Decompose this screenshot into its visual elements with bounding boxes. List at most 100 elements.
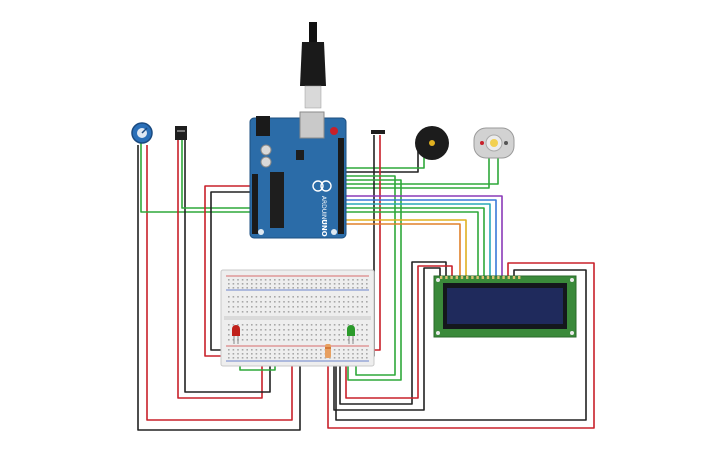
breadboard-hole — [324, 329, 327, 331]
breadboard-hole — [260, 301, 262, 303]
breadboard-hole — [356, 301, 359, 303]
potentiometer[interactable] — [131, 122, 153, 144]
breadboard-hole — [320, 296, 322, 298]
wire-sensor-red — [177, 140, 263, 399]
breadboard-hole — [366, 329, 368, 331]
temperature-sensor[interactable] — [175, 126, 187, 140]
breadboard-hole — [343, 324, 345, 326]
breadboard-hole — [338, 279, 340, 281]
breadboard-hole — [260, 357, 262, 359]
breadboard-hole — [338, 339, 340, 341]
breadboard-hole — [361, 349, 363, 351]
mount-hole — [331, 229, 337, 235]
breadboard-hole — [306, 334, 308, 336]
breadboard-hole — [366, 279, 368, 281]
breadboard-hole — [251, 287, 253, 289]
breadboard-hole — [338, 296, 340, 298]
breadboard-hole — [292, 301, 294, 303]
breadboard-hole — [315, 353, 317, 355]
breadboard-hole — [269, 357, 271, 359]
breadboard-hole — [246, 353, 248, 355]
breadboard-hole — [278, 353, 281, 355]
wire-lcd-green — [345, 207, 485, 276]
breadboard-hole — [283, 296, 285, 298]
breadboard-hole — [366, 339, 368, 341]
breadboard-hole — [274, 287, 276, 289]
breadboard-hole — [352, 301, 354, 303]
breadboard-hole — [306, 296, 308, 298]
breadboard-hole — [287, 287, 290, 289]
breadboard-hole — [320, 287, 322, 289]
breadboard-hole — [264, 287, 267, 289]
breadboard-hole — [292, 349, 294, 351]
breadboard-hole — [232, 301, 235, 303]
dc-motor[interactable] — [473, 127, 515, 159]
wire-lcd-blue — [345, 199, 497, 276]
breadboard-hole — [352, 283, 354, 285]
breadboard-hole — [310, 279, 313, 281]
breadboard-hole — [251, 283, 253, 285]
breadboard-hole — [310, 349, 313, 351]
breadboard-hole — [232, 283, 235, 285]
breadboard-hole — [264, 301, 267, 303]
led-green[interactable] — [347, 325, 355, 344]
led-red[interactable] — [232, 325, 240, 344]
breadboard-hole — [343, 279, 345, 281]
breadboard-hole — [310, 329, 313, 331]
breadboard-hole — [283, 357, 285, 359]
breadboard-hole — [241, 353, 244, 355]
breadboard-hole — [246, 283, 248, 285]
breadboard-hole — [329, 311, 331, 313]
breadboard-hole — [269, 324, 271, 326]
pin-header — [371, 130, 385, 134]
mount-hole — [258, 229, 264, 235]
breadboard-hole — [241, 334, 244, 336]
breadboard-hole — [324, 311, 327, 313]
breadboard-hole — [301, 296, 304, 298]
breadboard-hole — [297, 329, 299, 331]
breadboard-hole — [292, 311, 294, 313]
breadboard-hole — [347, 311, 350, 313]
breadboard-hole — [246, 324, 248, 326]
breadboard-hole — [228, 311, 230, 313]
resistor-body — [325, 344, 331, 358]
breadboard-hole — [287, 329, 290, 331]
breadboard-hole — [287, 311, 290, 313]
breadboard-hole — [320, 339, 322, 341]
resistor[interactable] — [325, 344, 331, 358]
breadboard-hole — [297, 334, 299, 336]
breadboard-hole — [310, 324, 313, 326]
breadboard-hole — [366, 324, 368, 326]
breadboard-hole — [301, 283, 304, 285]
breadboard-hole — [320, 357, 322, 359]
breadboard-hole — [237, 353, 239, 355]
breadboard-hole — [292, 353, 294, 355]
breadboard-hole — [347, 306, 350, 308]
mount-hole — [436, 331, 440, 335]
breadboard-hole — [361, 339, 363, 341]
breadboard-hole — [315, 339, 317, 341]
breadboard-hole — [237, 324, 239, 326]
breadboard-hole — [347, 279, 350, 281]
small-chip — [296, 150, 304, 160]
breadboard-hole — [274, 296, 276, 298]
breadboard-hole — [343, 301, 345, 303]
breadboard-hole — [329, 296, 331, 298]
breadboard-hole — [287, 301, 290, 303]
breadboard-hole — [292, 339, 294, 341]
breadboard-hole — [251, 306, 253, 308]
breadboard-hole — [232, 339, 235, 341]
breadboard-hole — [343, 306, 345, 308]
breadboard-hole — [274, 349, 276, 351]
arduino-uno[interactable]: ARDUINO UNO — [249, 22, 347, 239]
breadboard-hole — [274, 283, 276, 285]
breadboard-hole — [338, 287, 340, 289]
breadboard-hole — [278, 301, 281, 303]
breadboard-hole — [264, 279, 267, 281]
breadboard[interactable] — [220, 269, 375, 367]
lcd-display[interactable] — [433, 275, 577, 338]
breadboard-hole — [338, 334, 340, 336]
breadboard-hole — [343, 329, 345, 331]
mount-hole — [436, 278, 440, 282]
piezo-buzzer[interactable] — [415, 126, 449, 160]
